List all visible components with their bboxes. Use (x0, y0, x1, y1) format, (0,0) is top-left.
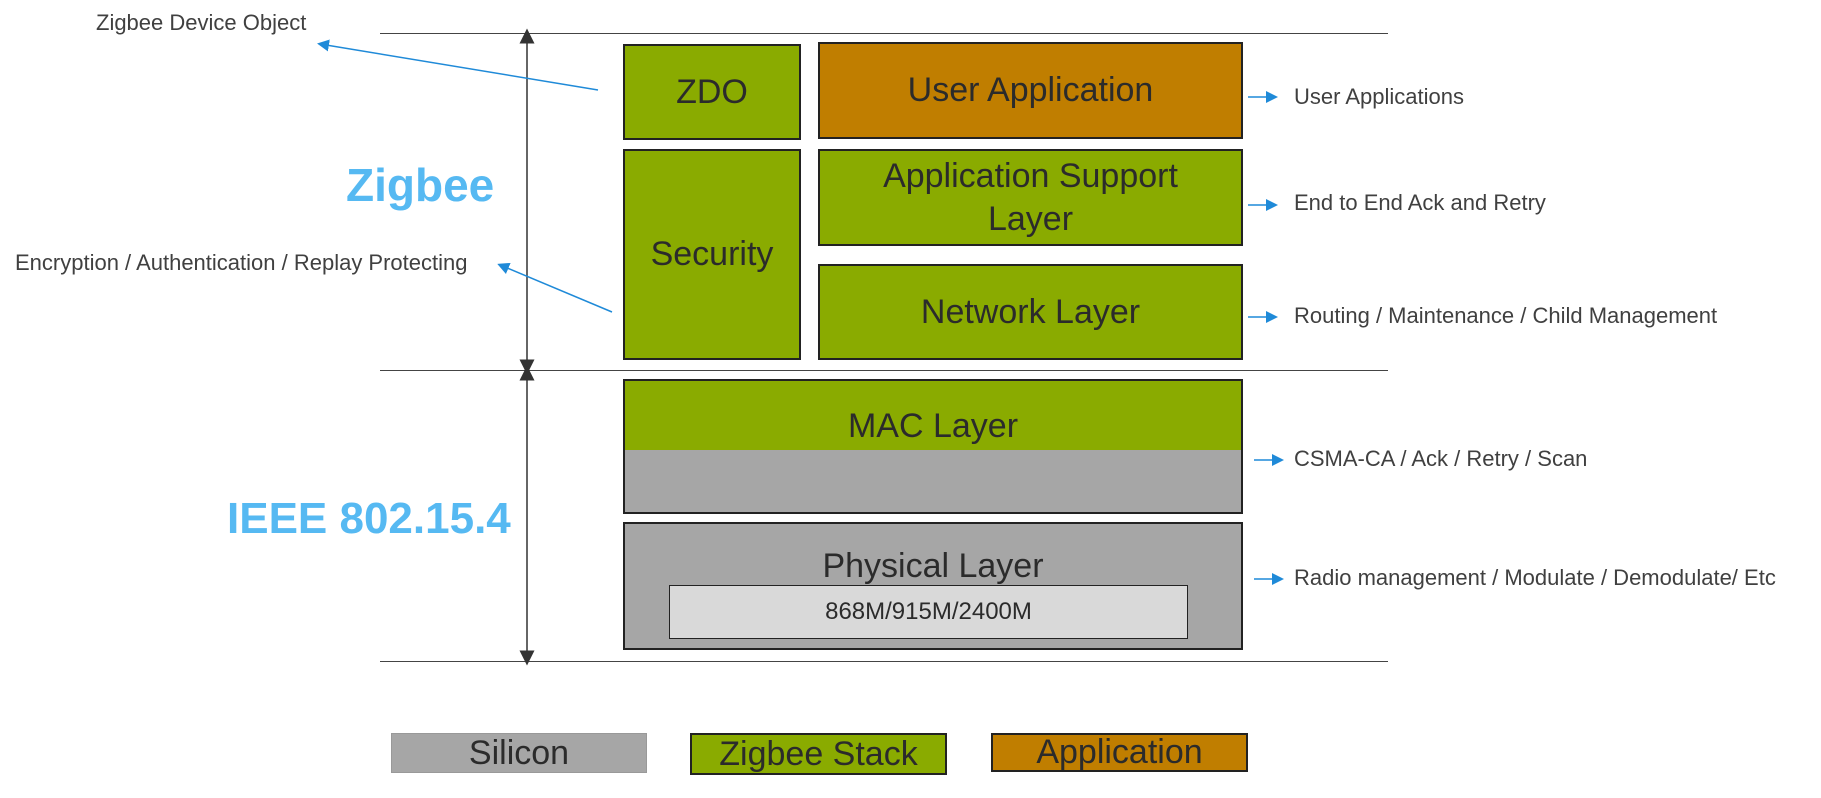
legend-application: Application (991, 733, 1248, 772)
user-application-label: User Application (907, 71, 1154, 110)
zdo-label: ZDO (676, 72, 748, 111)
user-application-box: User Application (818, 42, 1243, 139)
zdo-pointer-arrow (317, 39, 599, 91)
network-layer-box: Network Layer (818, 264, 1243, 360)
middle-boundary-line (380, 370, 1388, 371)
legend-zigbee-stack-label: Zigbee Stack (719, 734, 918, 773)
frequency-band-label: 868M/915M/2400M (825, 598, 1032, 625)
legend-zigbee-stack: Zigbee Stack (690, 733, 947, 775)
security-box: Security (623, 149, 801, 360)
bottom-boundary-line (380, 661, 1388, 662)
security-label: Security (650, 235, 774, 274)
frequency-band-box: 868M/915M/2400M (669, 585, 1188, 639)
mac-description: CSMA-CA / Ack / Retry / Scan (1294, 446, 1588, 471)
network-description: Routing / Maintenance / Child Management (1294, 303, 1718, 328)
legend-application-label: Application (1036, 733, 1203, 772)
mac-layer-label: MAC Layer (847, 407, 1019, 445)
mac-layer-box: MAC Layer (623, 379, 1243, 514)
legend-silicon-label: Silicon (468, 733, 570, 772)
physical-layer-label: Physical Layer (822, 547, 1044, 585)
application-support-layer-box: Application Support Layer (818, 149, 1243, 246)
security-annotation: Encryption / Authentication / Replay Pro… (15, 250, 468, 275)
phy-description: Radio management / Modulate / Demodulate… (1294, 565, 1776, 590)
top-boundary-line (380, 33, 1388, 34)
zdo-annotation: Zigbee Device Object (96, 10, 307, 35)
aps-description: End to End Ack and Retry (1294, 190, 1546, 215)
application-support-layer-label: Application Support Layer (883, 157, 1178, 238)
zigbee-zone-title: Zigbee (346, 159, 495, 211)
user-app-description: User Applications (1294, 84, 1464, 109)
zdo-box: ZDO (623, 44, 801, 140)
ieee-zone-title: IEEE 802.15.4 (227, 494, 511, 543)
legend-silicon: Silicon (391, 733, 647, 773)
network-layer-label: Network Layer (920, 292, 1141, 331)
security-pointer-arrow (497, 262, 613, 313)
